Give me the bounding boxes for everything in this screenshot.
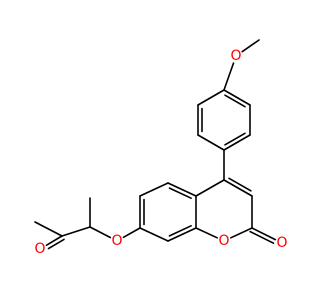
bond-c2-ring-oxygen (230, 227, 253, 239)
bond-c4a-c4 (195, 179, 225, 197)
bond-benzo-5-second-line (168, 225, 192, 237)
bond-aryl-1-second-line (224, 94, 246, 108)
bond-benzo-4 (139, 227, 169, 242)
atom-ether-oxygen: O (111, 233, 122, 249)
bond-ketone-methyl (34, 221, 63, 237)
diagram-background (0, 0, 300, 300)
bond-aryl-1 (223, 89, 251, 106)
bond-c7-ether-oxygen (122, 227, 141, 239)
bond-ketone-carbonyl-second-line (47, 238, 65, 250)
atom-label-ketone-oxygen: O (34, 241, 45, 257)
bond-aryl-3 (223, 134, 251, 151)
bond-benzo-5 (167, 227, 197, 242)
molecule-structure-diagram: O O O O O (0, 0, 300, 300)
bond-lactone-carbonyl-second-line (249, 230, 275, 244)
bond-ring-oxygen-c8a (195, 227, 218, 239)
bond-aryl-3-second-line (224, 132, 246, 146)
atom-ring-oxygen: O (218, 233, 229, 249)
atom-lactone-carbonyl-oxygen: O (276, 235, 287, 251)
bond-benzo-1-second-line (168, 187, 192, 199)
atom-methoxy-oxygen: O (230, 48, 241, 64)
atom-label-ring-oxygen: O (218, 233, 229, 249)
atom-label-methoxy-oxygen: O (230, 48, 241, 64)
bond-ether-oxygen-ch (89, 226, 112, 239)
bond-c4-c3-second-line (228, 177, 252, 192)
bond-aryl-4 (197, 134, 225, 151)
bond-lactone-carbonyl (251, 227, 277, 241)
bond-ketone-carbonyl (45, 235, 63, 246)
atom-ketone-oxygen: O (34, 241, 45, 257)
bond-benzo-1 (167, 182, 197, 197)
bond-methyl-oxygen (241, 39, 260, 53)
bond-layer (34, 39, 277, 250)
atom-label-layer: O O O O O (34, 48, 287, 257)
bond-ch-ketone-carbon (61, 226, 91, 237)
bond-aryl-6 (197, 89, 225, 106)
bond-oxygen-aryl (223, 62, 235, 91)
bond-c4-c3 (223, 179, 253, 197)
atom-label-ether-oxygen: O (111, 233, 122, 249)
bond-benzo-2 (139, 182, 169, 197)
atom-label-lactone-carbonyl-oxygen: O (276, 235, 287, 251)
